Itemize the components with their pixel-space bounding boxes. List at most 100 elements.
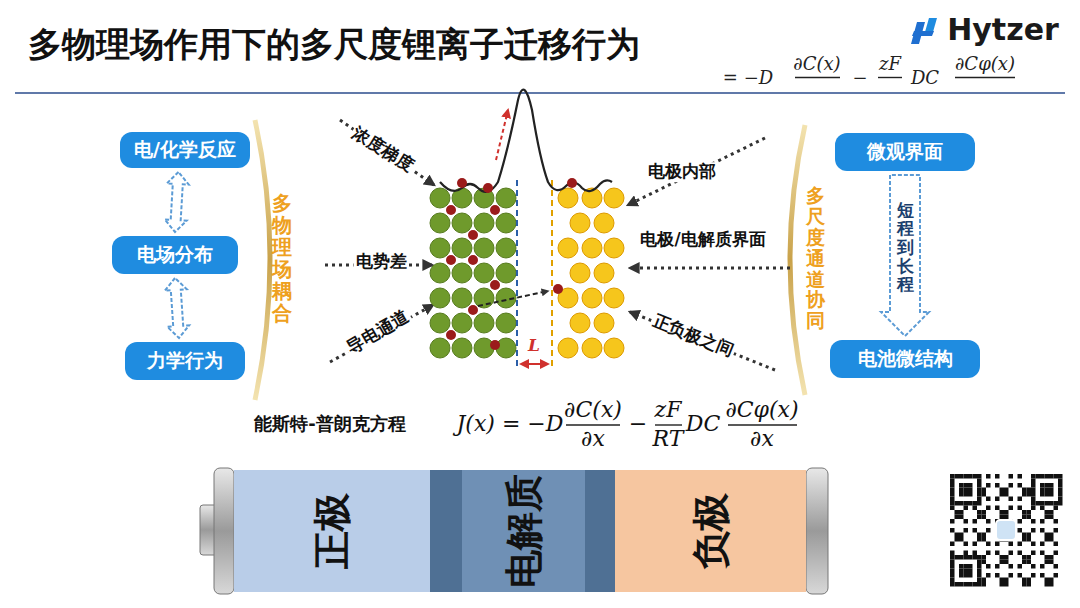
lithium-ion <box>468 230 478 240</box>
node-text: 电/化学反应 <box>134 137 236 163</box>
node-text: 微观界面 <box>867 139 943 165</box>
host-atom <box>474 313 494 333</box>
brand-name: Hytzer <box>947 13 1059 48</box>
host-atom <box>594 313 614 333</box>
lithium-ion <box>490 205 500 215</box>
host-atom <box>452 238 472 258</box>
channel-label: 电极/电解质界面 <box>638 230 767 250</box>
equation-term: DC <box>686 411 720 436</box>
lithium-ion <box>468 255 478 265</box>
cathode-band: 正极 <box>234 470 430 592</box>
host-atom <box>430 338 450 358</box>
host-atom <box>604 288 624 308</box>
driver-label: 浓度梯度 <box>347 123 418 178</box>
page-title: 多物理场作用下的多尺度锂离子迁移行为 <box>28 22 640 68</box>
fraction-bars <box>566 78 1015 426</box>
battery-shell <box>200 468 828 594</box>
distance-label: L <box>528 336 540 356</box>
scale-pill: 微观界面 <box>835 133 975 171</box>
host-atom <box>474 238 494 258</box>
group-label: 多物理场耦合 <box>272 192 292 324</box>
equation-term: J(x) = −D <box>457 411 564 436</box>
node-text: 力学行为 <box>147 348 223 374</box>
migration-arrow <box>478 291 548 306</box>
host-atom <box>430 188 450 208</box>
node-text: 电解质 <box>498 474 549 588</box>
host-atom <box>452 313 472 333</box>
host-atom <box>582 288 602 308</box>
field-pill: 力学行为 <box>125 342 245 380</box>
node-text: 正极 <box>307 493 358 569</box>
host-atom <box>570 213 590 233</box>
equation-term: RT <box>653 426 684 451</box>
electrolyte-band: 电解质 <box>462 470 585 592</box>
edge-label: 短程到长程 <box>897 201 914 294</box>
qr-code <box>947 471 1066 590</box>
host-atom <box>430 263 450 283</box>
host-atom <box>582 238 602 258</box>
lithium-ion <box>490 340 500 350</box>
hollow-arrow <box>881 175 929 336</box>
lithium-ion <box>446 330 456 340</box>
host-atom <box>570 263 590 283</box>
host-atom <box>474 213 494 233</box>
ion-dot <box>553 284 563 294</box>
host-atom <box>582 338 602 358</box>
host-atom <box>570 313 590 333</box>
host-atom <box>452 263 472 283</box>
logo-icon <box>911 18 937 44</box>
equation-term: ∂x <box>581 426 605 451</box>
host-atom <box>496 238 516 258</box>
equation-term: = −D <box>723 68 773 89</box>
equation-term: zF <box>655 397 682 422</box>
equation-term: ∂x <box>750 426 774 451</box>
ion-dots <box>457 178 577 193</box>
host-atom <box>496 313 516 333</box>
host-atom <box>594 213 614 233</box>
group-label: 多尺度通道协同 <box>806 185 825 331</box>
channel-label: 电极内部 <box>646 162 718 182</box>
hollow-arrow <box>165 172 189 232</box>
equation-term: ∂Cφ(x) <box>725 397 798 422</box>
coupling-bracket <box>255 120 270 400</box>
host-atom <box>604 338 624 358</box>
driver-label: 电势差 <box>354 252 409 272</box>
host-atom <box>604 238 624 258</box>
ion-lattice <box>430 188 624 358</box>
equation-term: DC <box>911 68 939 89</box>
field-pill: 电场分布 <box>112 236 238 274</box>
equation-term: − <box>629 411 647 436</box>
lithium-ion <box>468 305 478 315</box>
host-atom <box>496 213 516 233</box>
channel-label: 正负极之间 <box>648 310 738 361</box>
host-atom <box>474 263 494 283</box>
equation-term: ∂Cφ(x) <box>955 54 1015 75</box>
host-atom <box>430 313 450 333</box>
field-pill: 电/化学反应 <box>120 132 250 168</box>
host-atom <box>452 213 472 233</box>
node-text: 电池微结构 <box>858 346 953 372</box>
lithium-ion <box>446 205 456 215</box>
header-rule <box>15 92 1065 94</box>
host-atom <box>452 338 472 358</box>
scale-bracket <box>790 125 805 395</box>
host-atom <box>496 188 516 208</box>
host-atom <box>594 263 614 283</box>
equation-term: ∂C(x) <box>793 54 840 75</box>
anode-band: 负极 <box>615 470 806 592</box>
host-atom <box>604 188 624 208</box>
host-atom <box>430 288 450 308</box>
node-text: 负极 <box>685 493 736 569</box>
interface-line <box>551 180 553 368</box>
equation-name: 能斯特-普朗克方程 <box>254 414 405 435</box>
host-atom <box>474 288 494 308</box>
driver-label: 导电通道 <box>342 306 414 359</box>
host-atom <box>496 263 516 283</box>
host-atom <box>430 213 450 233</box>
host-atom <box>558 188 578 208</box>
interface-line <box>516 180 518 368</box>
host-atom <box>430 238 450 258</box>
equation-term: ∂C(x) <box>564 397 622 422</box>
lithium-ion <box>490 280 500 290</box>
